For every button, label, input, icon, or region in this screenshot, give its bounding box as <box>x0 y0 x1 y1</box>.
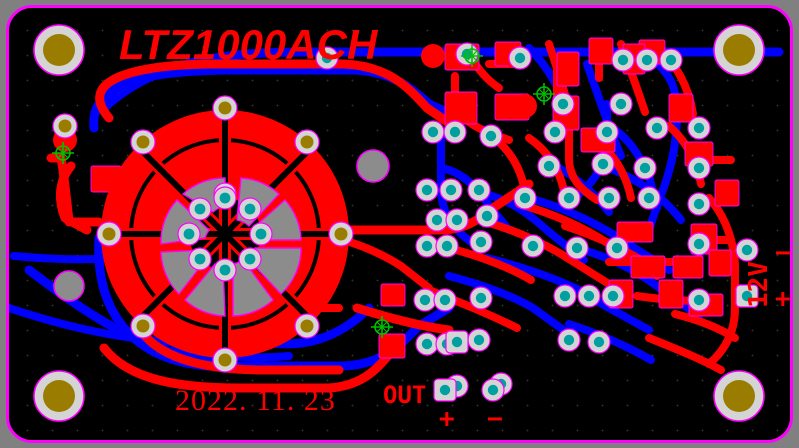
out-connector <box>433 378 505 402</box>
silkscreen-date: 2022. 11. 23 <box>175 384 336 417</box>
silkscreen-supply-label: 12V <box>744 261 774 308</box>
pcb-board[interactable]: LTZ1000ACH 2022. 11. 23 OUT 12V + − − + <box>6 5 793 443</box>
supply-minus-marker: − <box>775 238 791 268</box>
out-minus-marker: − <box>487 404 503 434</box>
supply-plus-marker: + <box>775 284 791 314</box>
ltz1000-package <box>96 95 354 373</box>
silkscreen-title: LTZ1000ACH <box>119 21 378 68</box>
copper-layers <box>9 24 784 422</box>
silkscreen-out-label: OUT <box>383 381 427 409</box>
out-plus-marker: + <box>439 404 455 434</box>
